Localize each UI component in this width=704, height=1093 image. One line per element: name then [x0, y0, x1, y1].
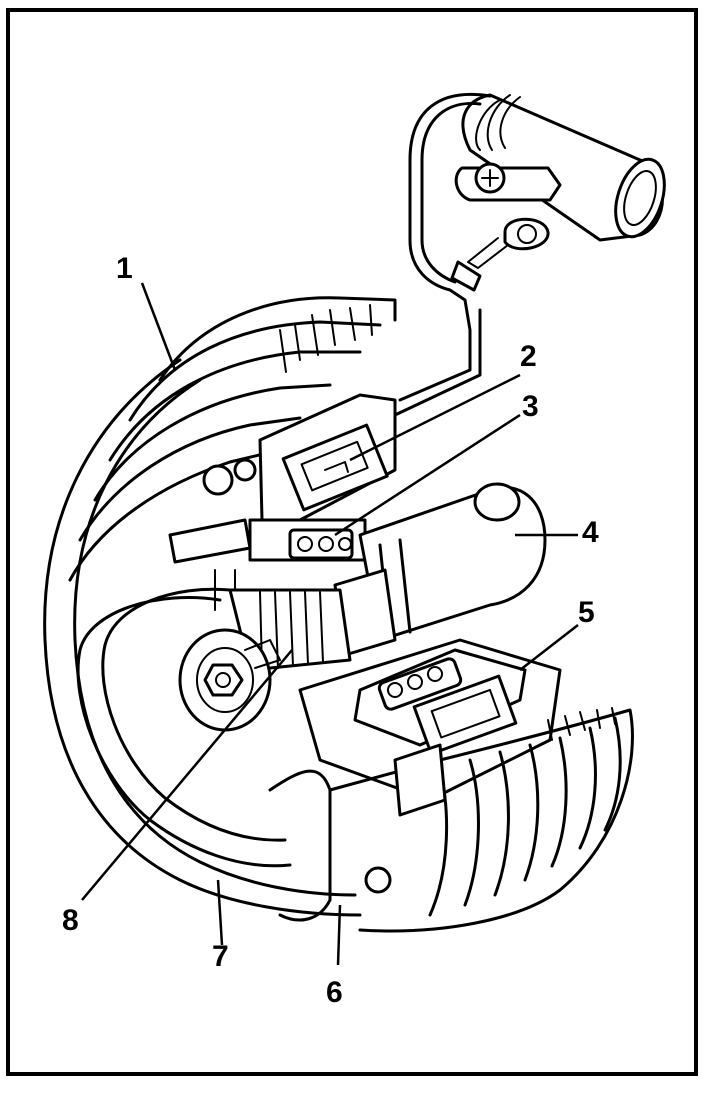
condenser-part: [454, 93, 666, 269]
callout-8: 8: [62, 904, 79, 937]
stator-coil: [298, 638, 562, 802]
leader-2: [349, 373, 521, 462]
leader-6: [336, 904, 342, 966]
callout-2: 2: [520, 340, 537, 373]
callout-4: 4: [582, 516, 599, 549]
leader-3: [334, 413, 521, 537]
lead-wire: [393, 92, 492, 417]
leader-8: [81, 649, 293, 901]
crankshaft: [333, 482, 547, 657]
cooling-fins-lower: [268, 707, 634, 933]
contact-breaker-assembly: [248, 393, 397, 562]
pinion-gear: [178, 588, 352, 732]
cooling-fins-upper: [68, 296, 397, 582]
callout-7: 7: [212, 940, 229, 973]
leader-5: [519, 624, 579, 671]
flywheel-housing: [43, 358, 362, 917]
callout-6: 6: [326, 976, 343, 1009]
leader-1: [140, 282, 177, 371]
callout-5: 5: [578, 596, 595, 629]
frame: [6, 8, 698, 1076]
leader-7: [216, 879, 224, 946]
callout-3: 3: [522, 390, 539, 423]
callout-1: 1: [116, 252, 133, 285]
